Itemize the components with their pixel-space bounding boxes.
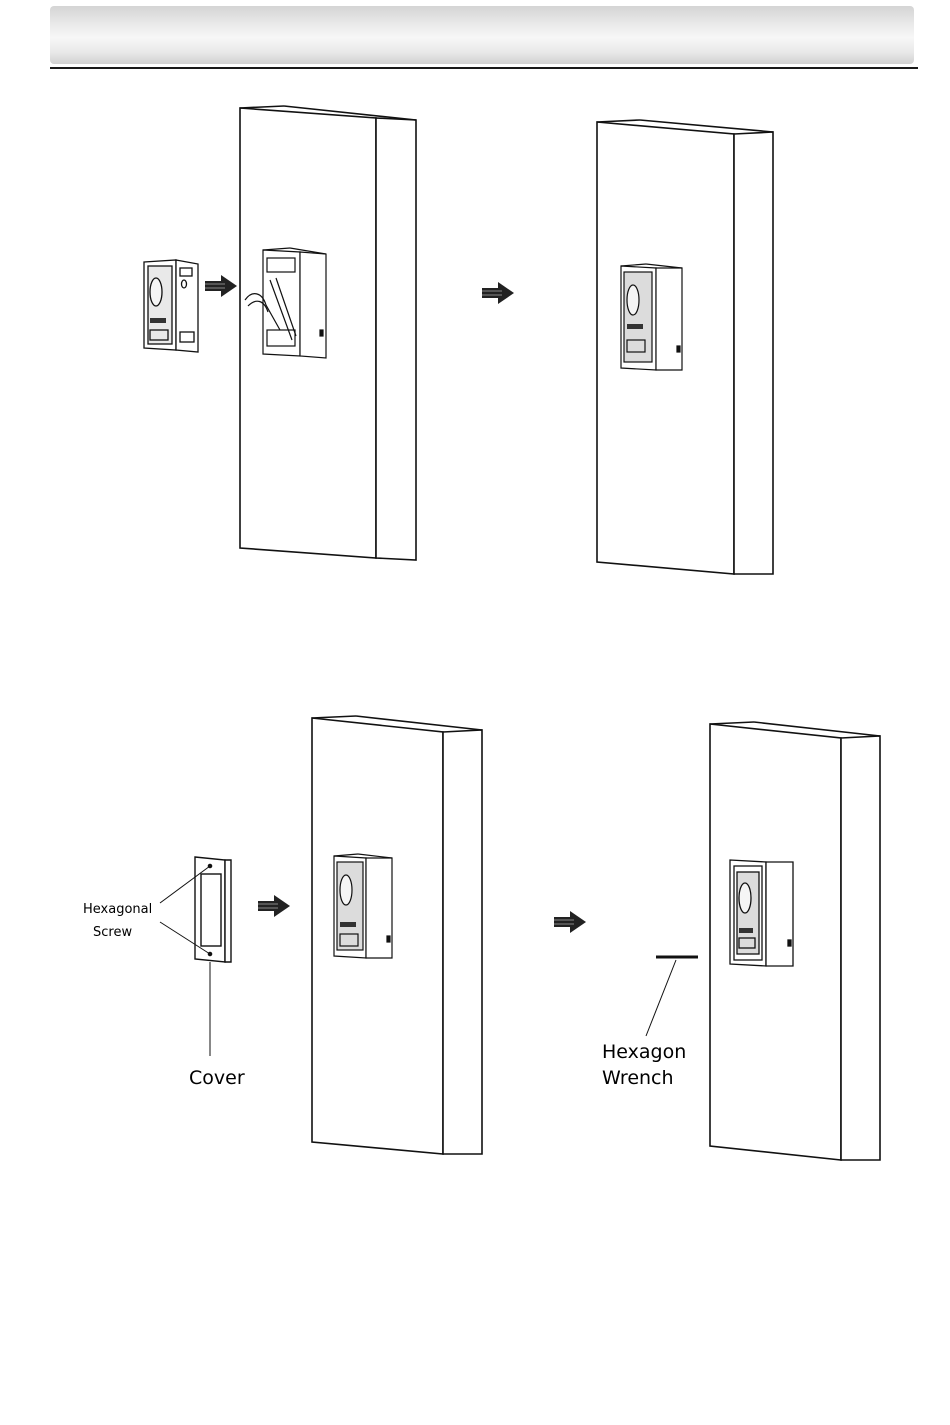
hexagonal-screw-label-line2: Screw bbox=[93, 925, 132, 940]
right-arrow-icon bbox=[554, 911, 586, 933]
installed-device-step3 bbox=[334, 854, 392, 958]
right-arrow-icon bbox=[482, 282, 514, 304]
hexagon-wrench bbox=[646, 957, 698, 1036]
installed-device-step2 bbox=[621, 264, 682, 370]
right-arrow-icon bbox=[258, 895, 290, 917]
hexagon-wrench-label-line2: Wrench bbox=[602, 1067, 674, 1089]
right-arrow-icon bbox=[205, 275, 237, 297]
hexagonal-screw-label-line1: Hexagonal bbox=[83, 902, 152, 917]
hexagon-wrench-label-line1: Hexagon bbox=[602, 1041, 686, 1063]
cover-label: Cover bbox=[189, 1067, 245, 1089]
installed-device-with-cover bbox=[730, 860, 793, 966]
door-station-device bbox=[144, 260, 198, 352]
